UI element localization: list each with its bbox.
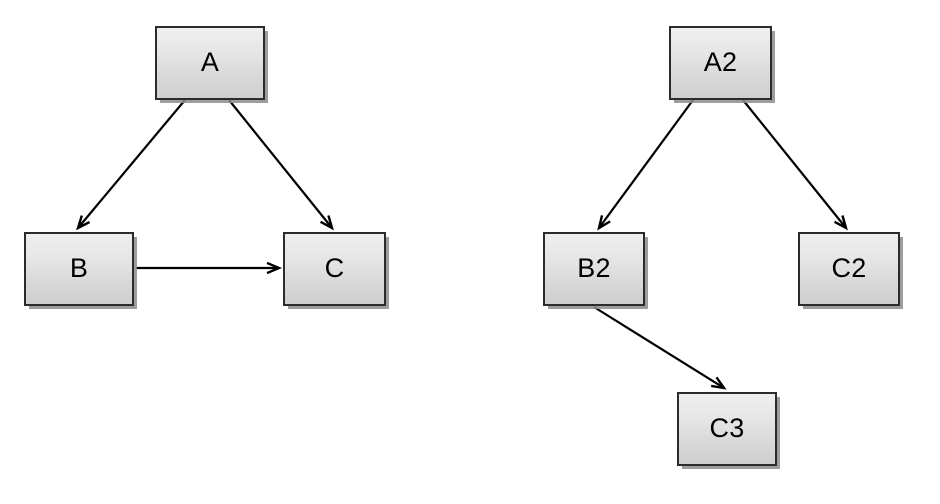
arrowhead-icon <box>76 215 91 231</box>
edge-line <box>593 306 725 389</box>
edge-b-to-c <box>136 261 283 275</box>
node-label: A <box>200 46 220 77</box>
node-c[interactable]: C <box>283 232 386 306</box>
node-b2[interactable]: B2 <box>543 232 645 306</box>
arrowhead-icon <box>597 215 611 231</box>
edge-a2-to-c2 <box>742 99 848 231</box>
node-a[interactable]: A <box>155 26 265 100</box>
edge-a-to-c <box>228 99 334 231</box>
arrowhead-icon <box>833 215 848 231</box>
node-label: C3 <box>709 412 745 443</box>
edge-line <box>77 99 186 229</box>
node-label: C2 <box>831 252 867 283</box>
edge-line <box>598 99 694 229</box>
edge-line <box>228 99 333 229</box>
node-label: A2 <box>703 46 738 77</box>
edge-b2-to-c3 <box>593 306 727 390</box>
edge-a2-to-b2 <box>597 99 694 231</box>
node-c2[interactable]: C2 <box>798 232 900 306</box>
edge-line <box>742 99 847 229</box>
edge-a-to-b <box>76 99 186 231</box>
arrowhead-icon <box>710 376 727 390</box>
node-c3[interactable]: C3 <box>677 392 777 466</box>
node-b[interactable]: B <box>24 232 134 306</box>
node-label: C <box>324 252 345 283</box>
arrowhead-icon <box>319 215 334 231</box>
node-label: B <box>69 252 89 283</box>
node-label: B2 <box>577 252 611 283</box>
node-a2[interactable]: A2 <box>669 26 772 100</box>
arrowhead-icon <box>266 261 283 275</box>
